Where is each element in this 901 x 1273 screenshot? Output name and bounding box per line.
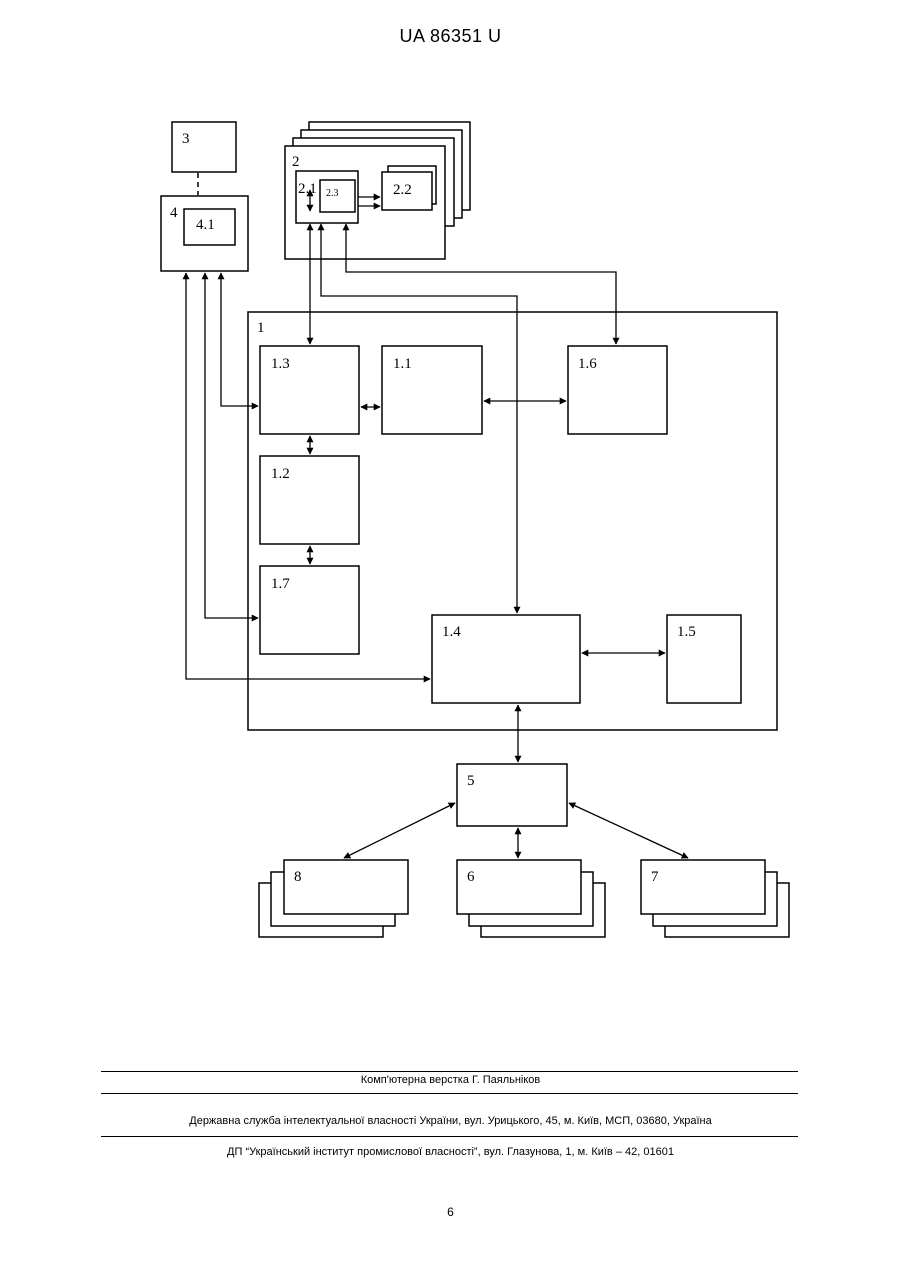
link-4-to-1-3 [221,273,258,406]
link-4-to-1-7 [205,273,258,618]
label-block-1-3: 1.3 [271,356,290,372]
block-3 [172,122,236,172]
block-diagram: 3 2 2.1 2.3 2.2 4 4.1 1 1.3 1.1 1.6 1.2 … [0,0,901,1000]
footer-service: Державна служба інтелектуальної власност… [0,1115,901,1127]
label-block-2: 2 [292,154,300,170]
footer-institute: ДП “Український інститут промислової вла… [0,1146,901,1158]
label-block-3: 3 [182,131,190,147]
footer-rule-middle [101,1093,798,1094]
label-block-1-6: 1.6 [578,356,597,372]
footer-rule-top [101,1071,798,1072]
label-block-2-1: 2.1 [298,181,317,197]
link-5-to-8 [344,803,455,858]
label-block-1-5: 1.5 [677,624,696,640]
label-block-8: 8 [294,869,302,885]
block-8 [284,860,408,914]
footer-rule-bottom [101,1136,798,1137]
link-5-to-7 [569,803,688,858]
label-block-1-1: 1.1 [393,356,412,372]
label-block-4-1: 4.1 [196,217,215,233]
footer-typesetting: Комп'ютерна верстка Г. Паяльніков [0,1074,901,1086]
label-block-1-2: 1.2 [271,466,290,482]
label-block-2-3: 2.3 [326,188,339,199]
label-block-1-7: 1.7 [271,576,290,592]
label-block-2-2: 2.2 [393,182,412,198]
block-7 [641,860,765,914]
label-block-7: 7 [651,869,659,885]
label-block-1: 1 [257,320,265,336]
block-6 [457,860,581,914]
label-block-1-4: 1.4 [442,624,461,640]
page-number: 6 [0,1205,901,1219]
label-block-4: 4 [170,205,178,221]
label-block-5: 5 [467,773,475,789]
label-block-6: 6 [467,869,475,885]
